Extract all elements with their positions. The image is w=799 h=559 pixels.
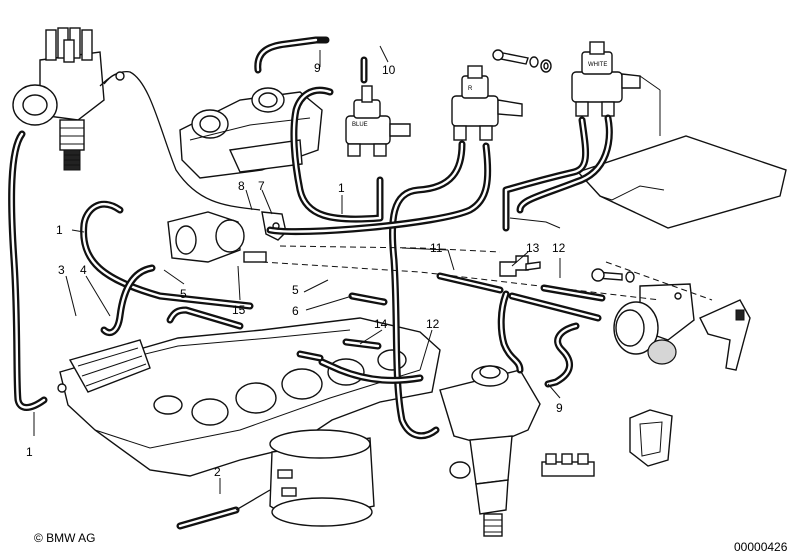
leader-lines: [33, 45, 561, 494]
callout-15: 15: [232, 303, 246, 317]
bolt-and-washers-right: [591, 268, 635, 283]
intake-manifold: [57, 317, 441, 477]
callout-3: 3: [58, 263, 65, 277]
reference-lines: [261, 245, 713, 301]
callout-1-top: 1: [338, 181, 345, 195]
callout-9-top: 9: [314, 61, 321, 75]
callout-2: 2: [214, 465, 221, 479]
thermo-valve: [167, 211, 287, 263]
callout-1-left: 1: [56, 223, 63, 237]
throttle-body: [179, 87, 323, 179]
hose-clip: [541, 453, 595, 477]
callout-5-left: 5: [180, 287, 187, 301]
callout-1-bottom: 1: [26, 445, 33, 459]
callout-5-mid: 5: [292, 283, 299, 297]
valve-label-white: WHITE: [588, 62, 607, 68]
bolt-and-washers-top: [492, 49, 552, 73]
hose-network: [8, 36, 613, 530]
valve-label-r: R: [468, 86, 473, 92]
copyright-notice: © BMW AG: [34, 531, 96, 545]
vacuum-valve-blue: BLUE: [345, 85, 411, 157]
callout-12-top: 12: [552, 241, 566, 255]
callout-9-right: 9: [556, 401, 563, 415]
callout-labels: 1 1 1 2 3 4 5 5 6 7 8 9 9 10 11 12 12 13…: [26, 61, 566, 479]
callout-11: 11: [430, 241, 443, 255]
callout-14: 14: [374, 317, 388, 331]
distributor: [12, 27, 105, 171]
vacuum-valve-bottom: [439, 365, 541, 537]
callout-6: 6: [292, 304, 299, 318]
callout-12-bottom: 12: [426, 317, 440, 331]
callout-4: 4: [80, 263, 87, 277]
vacuum-valve-white: WHITE: [571, 41, 641, 117]
vacuum-diaphragm-unit: [613, 283, 751, 371]
callout-10: 10: [382, 63, 396, 77]
drawing-number: 00000426: [734, 540, 788, 554]
clamp-ring: [629, 409, 673, 467]
callout-8: 8: [238, 179, 245, 193]
callout-13: 13: [526, 241, 540, 255]
vacuum-valve-r: R: [451, 65, 523, 141]
mounting-bracket: [576, 75, 787, 229]
charcoal-canister: [269, 429, 375, 527]
callout-7: 7: [258, 179, 265, 193]
valve-label-blue: BLUE: [352, 122, 368, 128]
